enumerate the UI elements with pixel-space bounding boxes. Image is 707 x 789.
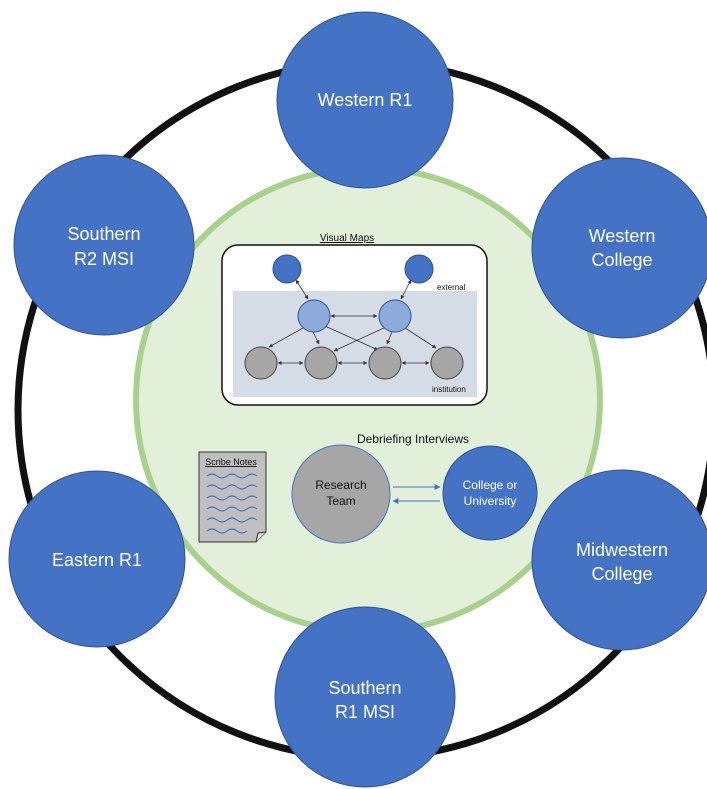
institution-node-bottom-4 [430, 346, 464, 380]
debriefing-title: Debriefing Interviews [357, 432, 469, 446]
institution-node-bottom-2 [304, 346, 338, 380]
node-southern-r2-msi-label-1: Southern [67, 224, 140, 244]
college-university-label-2: University [464, 494, 517, 508]
node-eastern-r1: Eastern R1 [8, 470, 186, 648]
node-southern-r1-msi-label-2: R1 MSI [335, 702, 395, 722]
node-midwestern-college-label-1: Midwestern [576, 540, 668, 560]
research-team-label-2: Team [326, 494, 355, 508]
external-node-right [404, 254, 434, 284]
institution-node-upper-left [297, 299, 331, 333]
node-southern-r1-msi-label-1: Southern [328, 678, 401, 698]
node-western-r1: Western R1 [276, 11, 454, 189]
visual-maps-title: Visual Maps [320, 233, 374, 244]
node-southern-r2-msi: Southern R2 MSI [13, 154, 195, 336]
node-western-college-label-1: Western [589, 226, 656, 246]
institution-panel [233, 291, 477, 397]
node-western-r1-label: Western R1 [318, 90, 413, 110]
college-university-label-1: College or [463, 478, 518, 492]
institution-label: institution [432, 385, 466, 394]
node-midwestern-college: Midwestern College [531, 469, 707, 651]
debriefing-section: Debriefing Interviews Research Team Coll… [291, 432, 538, 544]
scribe-notes-title: Scribe Notes [205, 457, 257, 467]
node-midwestern-college-label-2: College [591, 564, 652, 584]
institution-node-upper-right [378, 299, 412, 333]
college-university-node [442, 445, 538, 541]
page-curl-icon [255, 531, 267, 543]
external-node-left [272, 254, 302, 284]
institution-node-bottom-1 [244, 346, 278, 380]
node-southern-r1-msi: Southern R1 MSI [274, 606, 456, 788]
node-southern-r2-msi-label-2: R2 MSI [74, 249, 134, 269]
institution-node-bottom-3 [368, 346, 402, 380]
scribe-notes-lines [206, 473, 258, 534]
scribe-notes-document: Scribe Notes [198, 451, 267, 543]
node-western-college: Western College [531, 157, 707, 339]
node-eastern-r1-label: Eastern R1 [52, 550, 142, 570]
research-team-node [291, 444, 391, 544]
external-label: external [437, 283, 466, 292]
node-western-college-label-2: College [591, 250, 652, 270]
visual-maps-panel: Visual Maps external in [221, 233, 488, 406]
research-team-label-1: Research [315, 478, 366, 492]
visual-maps-edges [268, 279, 437, 365]
